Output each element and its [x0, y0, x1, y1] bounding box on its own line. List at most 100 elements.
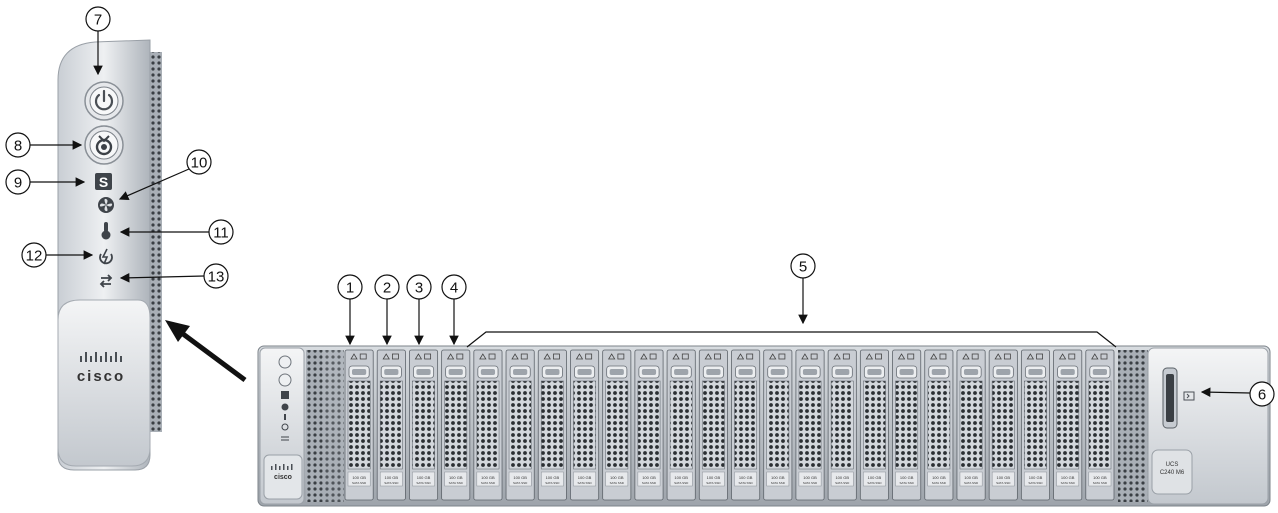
drive-type-label: SATA SSD	[352, 481, 367, 485]
drive-vent	[444, 380, 468, 470]
drive-activity-led	[842, 353, 850, 360]
drive-label-strip	[669, 471, 693, 487]
drive-type-label: SATA SSD	[835, 481, 850, 485]
mini-cisco-logo: cisco	[263, 454, 303, 500]
drive-label-strip	[798, 471, 822, 487]
drive-type-label: SATA SSD	[384, 481, 399, 485]
drive-type-label: SATA SSD	[610, 481, 625, 485]
drive-label-strip	[444, 471, 468, 487]
drive-fault-led	[833, 353, 841, 360]
drive-capacity-label: 100 GB	[932, 475, 946, 480]
drive-label-strip	[863, 471, 886, 487]
drive-type-label: SATA SSD	[481, 481, 496, 485]
bezel-handle[interactable]	[57, 299, 151, 467]
drive-fault-led	[994, 353, 1002, 360]
drive-fault-led	[1091, 353, 1099, 360]
drive-vent	[1024, 380, 1047, 470]
drive-latch-grip	[416, 369, 431, 375]
drive-label-strip	[702, 471, 725, 487]
drive-type-label: SATA SSD	[1093, 481, 1108, 485]
drive-activity-led	[810, 353, 818, 360]
callout-12: 12	[21, 242, 94, 268]
drive-capacity-label: 100 GB	[803, 475, 817, 480]
svg-text:C240 M6: C240 M6	[1160, 470, 1185, 476]
drive-vent	[1088, 380, 1112, 470]
drive-fault-led	[672, 353, 680, 360]
console-icon	[1183, 391, 1195, 401]
unit-id-button[interactable]	[84, 125, 124, 165]
power-button[interactable]	[84, 81, 124, 121]
drive-latch-grip	[802, 369, 818, 375]
drive-fault-led	[446, 353, 455, 360]
drive-type-label: SATA SSD	[996, 481, 1011, 485]
drive-label-strip	[1024, 471, 1047, 487]
drive-type-label: SATA SSD	[932, 481, 947, 485]
drive-fault-led	[414, 353, 423, 360]
drive-label-strip	[508, 471, 532, 487]
drive-activity-led	[649, 353, 657, 360]
callout-4: 4	[441, 274, 467, 346]
drive-capacity-label: 100 GB	[964, 475, 978, 480]
drive-activity-led	[778, 353, 786, 360]
svg-text:10: 10	[191, 155, 208, 172]
drive-capacity-label: 100 GB	[546, 475, 560, 480]
drive-vent	[637, 380, 661, 470]
drive-label-strip	[379, 471, 403, 487]
drive-type-label: SATA SSD	[577, 481, 592, 485]
drive-vent	[508, 380, 532, 470]
svg-text:8: 8	[14, 138, 22, 155]
drive-activity-led	[1003, 353, 1011, 360]
drive-activity-led	[359, 353, 367, 360]
drive-capacity-label: 100 GB	[868, 475, 882, 480]
left-vent	[306, 350, 322, 502]
drive-latch-grip	[1028, 369, 1043, 375]
drive-fault-led	[865, 353, 874, 360]
drive-capacity-label: 100 GB	[1061, 475, 1075, 480]
drive-label-strip	[766, 471, 790, 487]
svg-text:11: 11	[213, 225, 229, 242]
drive-capacity-label: 100 GB	[352, 475, 366, 480]
svg-text:9: 9	[14, 175, 22, 192]
drive-label-strip	[1056, 471, 1080, 487]
drive-latch-grip	[641, 369, 657, 375]
drive-fault-led	[607, 353, 616, 360]
drive-latch-grip	[1092, 369, 1107, 375]
drive-vent	[798, 380, 822, 470]
svg-text:13: 13	[208, 269, 225, 286]
drive-vent	[540, 380, 564, 470]
drive-vent	[412, 380, 435, 470]
drive-capacity-label: 100 GB	[1029, 475, 1043, 480]
drive-type-label: SATA SSD	[513, 481, 528, 485]
mini-control-panel	[278, 355, 292, 441]
kvm-connector[interactable]	[1162, 367, 1178, 429]
drive-label-strip	[637, 471, 661, 487]
drive-latch-grip	[480, 369, 496, 375]
callout-1: 1	[337, 274, 363, 346]
drive-activity-led	[488, 353, 496, 360]
